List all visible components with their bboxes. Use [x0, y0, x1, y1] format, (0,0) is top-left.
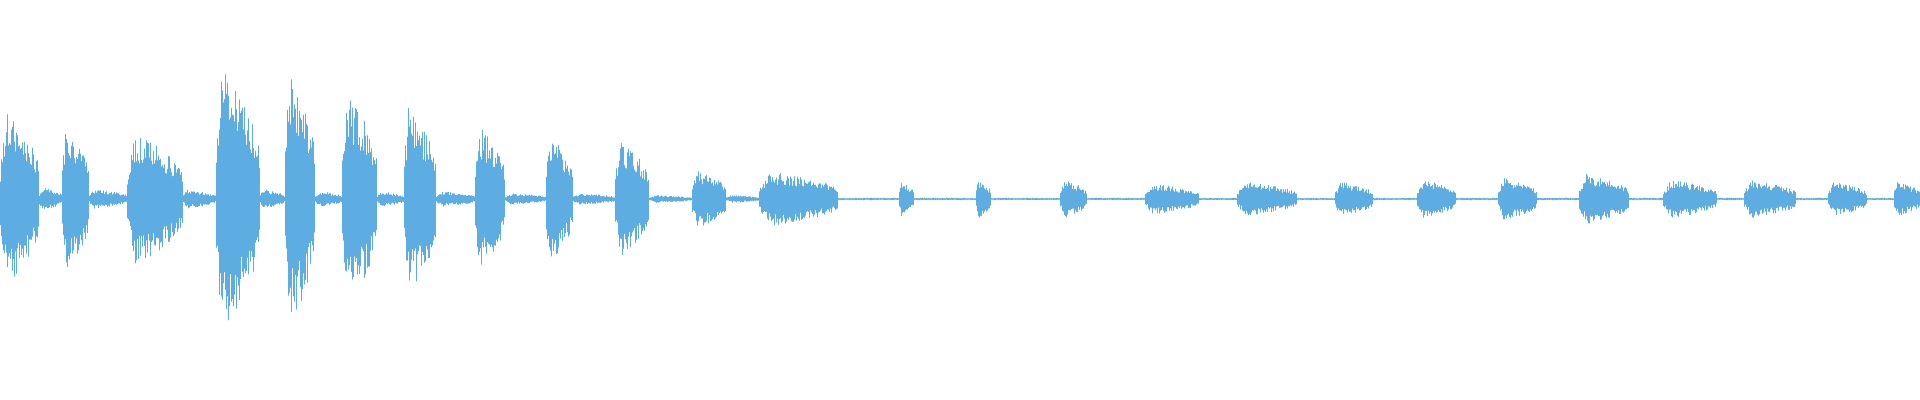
waveform-path [0, 74, 1920, 321]
waveform-peaks [0, 74, 1920, 321]
